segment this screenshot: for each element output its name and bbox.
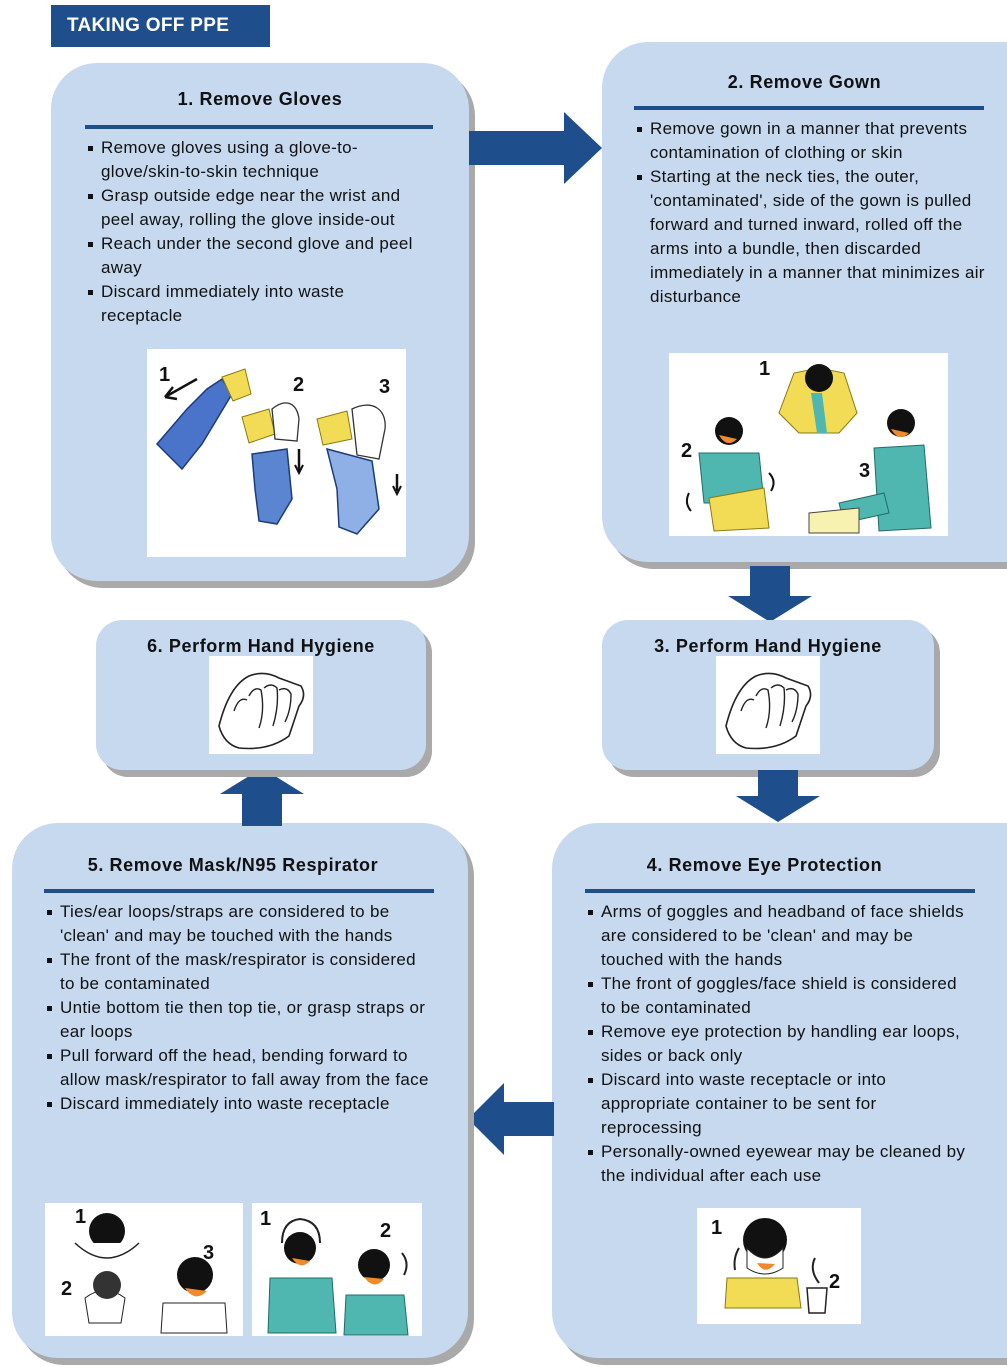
list-item: Ties/ear loops/straps are considered to …	[46, 900, 430, 948]
figure-label: 2	[380, 1220, 391, 1242]
step-title: 5. Remove Mask/N95 Respirator	[87, 855, 379, 875]
figure-label: 2	[681, 440, 692, 462]
figure-label: 3	[859, 460, 870, 482]
step-card-hand-hygiene-3: 3. Perform Hand Hygiene	[602, 620, 934, 770]
figure-label: 2	[829, 1271, 840, 1293]
list-item: The front of the mask/respirator is cons…	[46, 948, 430, 996]
flow-arrow-icon	[736, 770, 820, 822]
step-title: 4. Remove Eye Protection	[646, 855, 883, 875]
step-list: Remove gloves using a glove-to-glove/ski…	[87, 136, 427, 328]
mask-removal-illustration: 1 2 3	[45, 1203, 243, 1336]
list-item: Discard into waste receptacle or into ap…	[587, 1068, 967, 1140]
figure-label: 2	[293, 374, 304, 396]
figure-label: 1	[759, 358, 770, 380]
list-item: Discard immediately into waste receptacl…	[46, 1092, 430, 1116]
step-list: Ties/ear loops/straps are considered to …	[46, 900, 430, 1116]
list-item: Remove eye protection by handling ear lo…	[587, 1020, 967, 1068]
step-card-remove-gown: 2. Remove Gown Remove gown in a manner t…	[602, 42, 1007, 562]
figure-label: 1	[711, 1217, 722, 1239]
hand-hygiene-icon	[209, 656, 313, 754]
divider	[44, 889, 434, 893]
figure-label: 2	[61, 1278, 72, 1300]
step-card-remove-mask: 5. Remove Mask/N95 Respirator Ties/ear l…	[12, 823, 468, 1358]
mask-removal-illustration: 1 2	[252, 1203, 422, 1336]
divider	[85, 125, 433, 129]
divider	[585, 889, 975, 893]
step-title: 6. Perform Hand Hygiene	[147, 636, 375, 656]
flow-arrow-icon	[220, 768, 304, 826]
step-title: 1. Remove Gloves	[177, 89, 343, 109]
list-item: Remove gloves using a glove-to-glove/ski…	[87, 136, 427, 184]
list-item: Pull forward off the head, bending forwa…	[46, 1044, 430, 1092]
flow-arrow-icon	[468, 1083, 554, 1155]
list-item: Personally-owned eyewear may be cleaned …	[587, 1140, 967, 1188]
list-item: Reach under the second glove and peel aw…	[87, 232, 427, 280]
divider	[634, 106, 984, 110]
hand-hygiene-icon	[716, 656, 820, 754]
step-title: 2. Remove Gown	[727, 72, 882, 92]
flow-arrow-icon	[728, 566, 812, 622]
step-card-hand-hygiene-6: 6. Perform Hand Hygiene	[96, 620, 426, 770]
flow-arrow-icon	[469, 112, 602, 184]
figure-label: 3	[379, 376, 390, 398]
step-card-remove-gloves: 1. Remove Gloves Remove gloves using a g…	[51, 63, 469, 581]
page-title: TAKING OFF PPE	[51, 5, 270, 47]
glove-removal-illustration: 1 2 3	[147, 349, 406, 557]
list-item: Arms of goggles and headband of face shi…	[587, 900, 967, 972]
step-list: Arms of goggles and headband of face shi…	[587, 900, 967, 1188]
list-item: Starting at the neck ties, the outer, 'c…	[636, 165, 988, 309]
step-card-remove-eye-protection: 4. Remove Eye Protection Arms of goggles…	[552, 823, 1007, 1358]
figure-label: 1	[75, 1206, 86, 1228]
figure-label: 3	[203, 1242, 214, 1264]
list-item: Grasp outside edge near the wrist and pe…	[87, 184, 427, 232]
eye-protection-removal-illustration: 1 2	[697, 1208, 861, 1324]
step-title: 3. Perform Hand Hygiene	[654, 636, 882, 656]
step-list: Remove gown in a manner that prevents co…	[636, 117, 988, 309]
list-item: Discard immediately into waste receptacl…	[87, 280, 427, 328]
list-item: Untie bottom tie then top tie, or grasp …	[46, 996, 430, 1044]
list-item: Remove gown in a manner that prevents co…	[636, 117, 988, 165]
gown-removal-illustration: 1 2 3	[669, 353, 948, 536]
figure-label: 1	[260, 1208, 271, 1230]
list-item: The front of goggles/face shield is cons…	[587, 972, 967, 1020]
figure-label: 1	[159, 364, 170, 386]
